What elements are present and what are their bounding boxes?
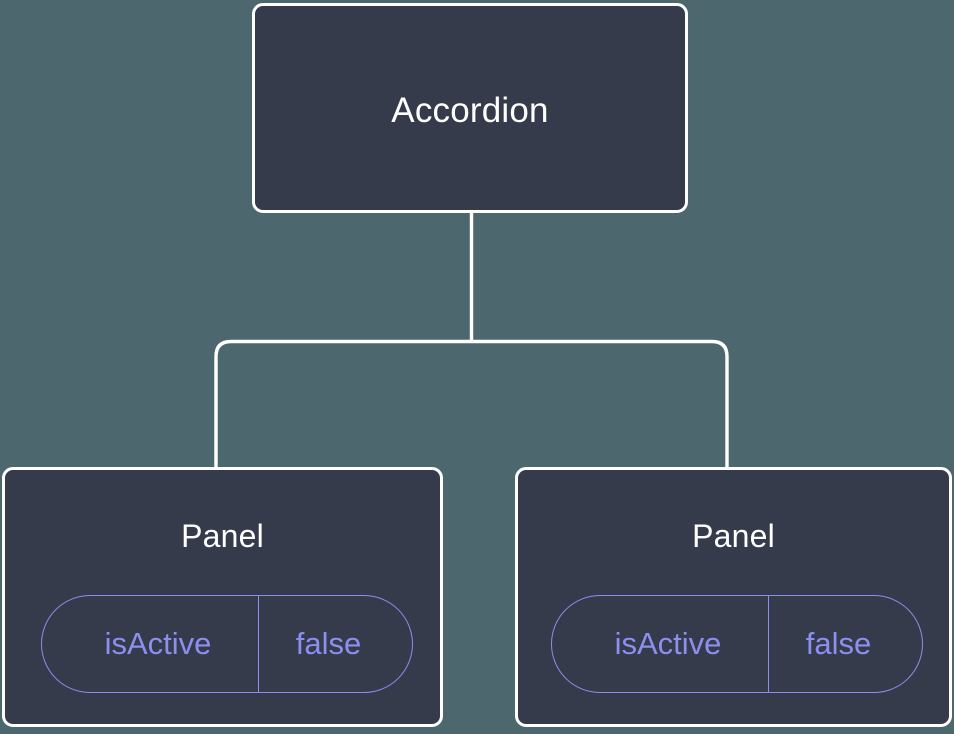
edge-accordion-to-panel-left [214,339,472,469]
attribute-value-label: false [295,626,362,661]
node-accordion[interactable]: Accordion [252,3,688,213]
attribute-pill-isactive-left[interactable]: isActive false [41,595,413,693]
attribute-pill-isactive-right[interactable]: isActive false [551,595,923,693]
node-panel-left[interactable]: Panel isActive false [2,467,443,727]
attribute-key-label: isActive [104,626,212,661]
node-panel-left-title: Panel [181,518,264,554]
node-panel-right-title: Panel [692,518,775,554]
attribute-key-label: isActive [614,626,722,661]
attribute-divider [768,596,769,692]
attribute-value-label: false [805,626,872,661]
node-panel-right[interactable]: Panel isActive false [515,467,952,727]
edge-accordion-to-panel-right [471,339,729,469]
node-accordion-title: Accordion [391,91,549,130]
attribute-divider [258,596,259,692]
